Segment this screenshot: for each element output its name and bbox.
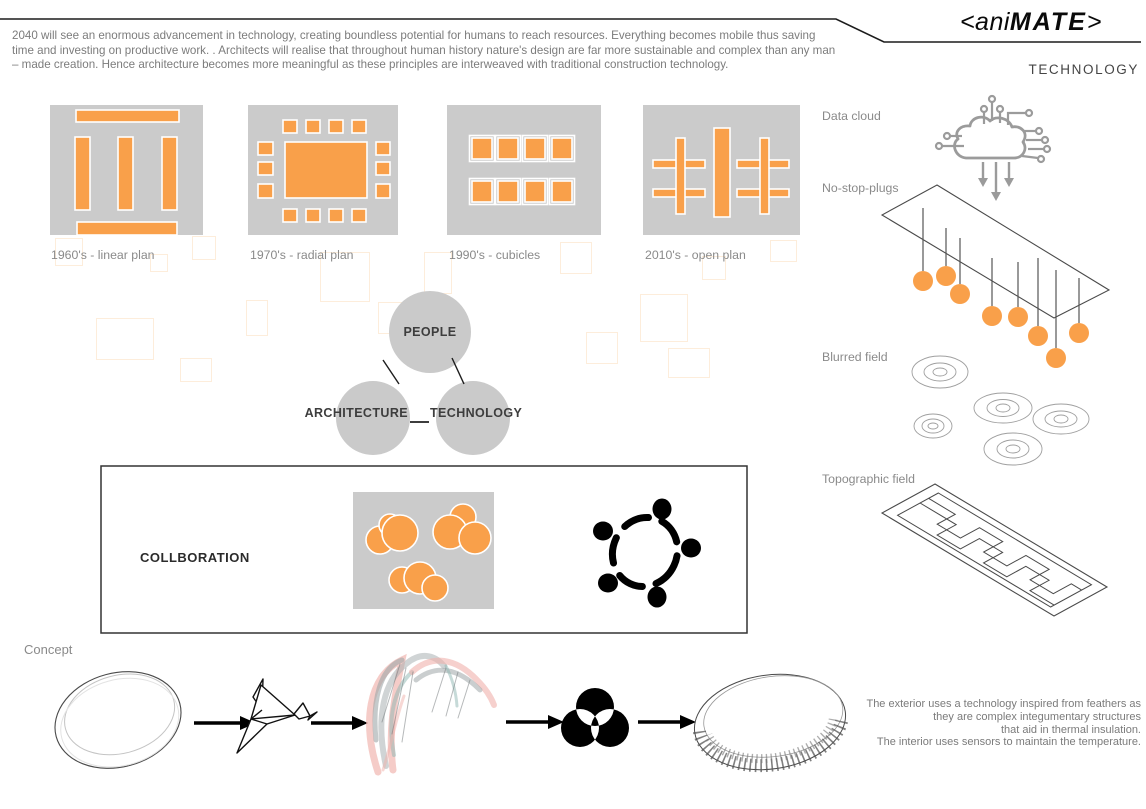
technology-circle <box>436 381 510 455</box>
no-stop-plugs-diagram <box>880 184 1111 368</box>
blurred-field-diagram <box>911 355 1090 466</box>
topographic-field-diagram <box>882 484 1107 616</box>
logo-open-text: <ani <box>959 8 1010 36</box>
logo-close-text: > <box>1086 8 1102 36</box>
trefoil-icon <box>561 687 629 747</box>
meeting-icon <box>593 498 701 608</box>
topographic-field-label: Topographic field <box>822 472 915 486</box>
watermark-square <box>320 252 370 302</box>
architecture-circle <box>336 381 410 455</box>
origami-bird-icon <box>236 678 318 754</box>
woven-ring-icon <box>692 673 848 773</box>
arrow-icon <box>194 716 256 730</box>
watermark-square <box>192 236 216 260</box>
concept-label: Concept <box>24 642 73 657</box>
plan-label-2010s: 2010's - open plan <box>645 248 746 262</box>
caption-line: The interior uses sensors to maintain th… <box>876 736 1141 749</box>
watermark-square <box>702 256 726 280</box>
wings-artwork <box>366 653 497 776</box>
blurred-field-label: Blurred field <box>822 350 888 364</box>
collaboration-box <box>100 465 748 634</box>
data-cloud-label: Data cloud <box>822 109 881 123</box>
watermark-square <box>640 294 688 342</box>
radial-plan-diagram <box>248 105 398 235</box>
caption-line: that aid in thermal insulation. <box>1000 723 1141 736</box>
arrow-icon <box>638 715 696 729</box>
venn-technology-label: TECHNOLOGY <box>430 406 523 420</box>
open-plan-diagram <box>643 105 800 235</box>
watermark-square <box>770 240 797 262</box>
egg-sketch-icon <box>54 671 182 769</box>
watermark-square <box>96 318 154 360</box>
data-cloud-icon <box>934 94 1052 201</box>
caption-line: The exterior uses a technology inspired … <box>866 698 1141 710</box>
venn-connector-line <box>410 421 429 423</box>
header-rule <box>0 18 1141 43</box>
venn-people-label: PEOPLE <box>403 325 457 339</box>
plan-label-1970s: 1970's - radial plan <box>250 248 354 262</box>
page-title: TECHNOLOGY <box>1028 62 1139 77</box>
no-stop-plugs-label: No-stop-plugs <box>822 181 899 195</box>
caption-line: they are complex integumentary structure… <box>933 710 1141 723</box>
watermark-square <box>668 348 710 378</box>
arrow-icon <box>506 715 564 729</box>
watermark-square <box>246 300 268 336</box>
team-clusters-diagram <box>365 503 492 602</box>
people-circle <box>389 291 471 373</box>
watermark-square <box>180 358 212 382</box>
arrow-icon <box>311 716 368 730</box>
concept-caption: The exterior uses a technology inspired … <box>811 698 1141 749</box>
logo: <aniMATE> <box>960 8 1102 37</box>
watermark-square <box>586 332 618 364</box>
cubicles-diagram <box>447 105 601 235</box>
linear-plan-diagram <box>50 105 203 236</box>
venn-architecture-label: ARCHITECTURE <box>304 406 408 420</box>
intro-paragraph: 2040 will see an enormous advancement in… <box>12 29 836 72</box>
watermark-square <box>150 254 168 272</box>
collaboration-label: COLLBORATION <box>140 550 250 565</box>
plan-label-1990s: 1990's - cubicles <box>449 248 541 262</box>
plan-label-1960s: 1960's - linear plan <box>51 248 155 262</box>
watermark-square <box>560 242 592 274</box>
people-architecture-technology-diagram <box>336 291 510 455</box>
watermark-square <box>55 238 83 266</box>
logo-accent-text: MATE <box>1009 8 1087 36</box>
